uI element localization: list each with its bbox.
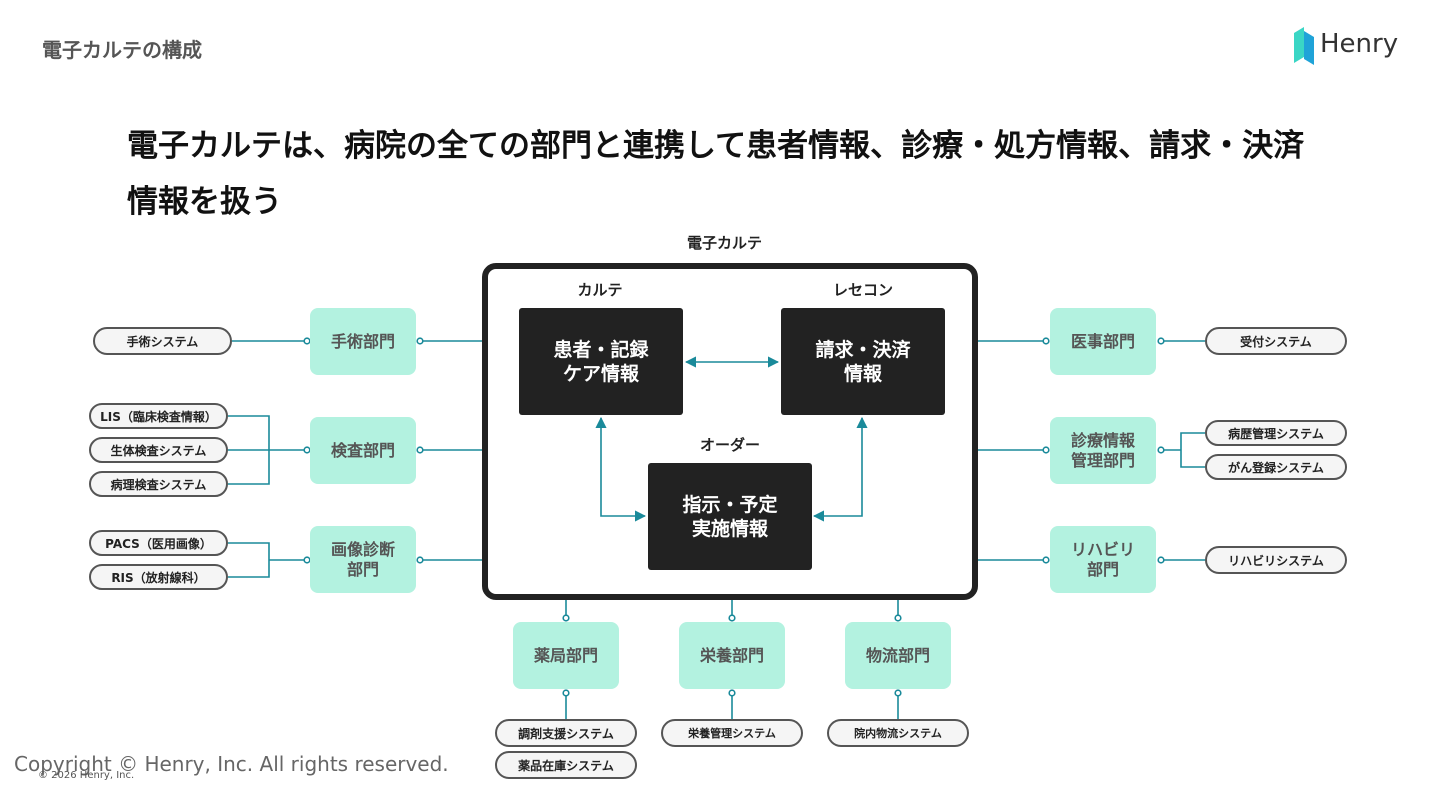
logo-text: Henry: [1320, 29, 1399, 59]
billing-box: 請求・決済 情報: [781, 308, 945, 415]
emr-title: 電子カルテ: [687, 234, 763, 252]
karte-label: カルテ: [577, 281, 623, 299]
copyright-small: © 2026 Henry, Inc.: [38, 770, 135, 781]
ris-system: RIS（放射線科）: [89, 564, 228, 590]
lis-system: LIS（臨床検査情報）: [89, 403, 228, 429]
cancer-registry-system: がん登録システム: [1205, 454, 1347, 480]
emr-frame: [482, 263, 978, 600]
surgery-dept: 手術部門: [310, 308, 416, 375]
pharmacy-dept: 薬局部門: [513, 622, 619, 689]
logistics-system: 院内物流システム: [827, 719, 969, 747]
surgery-system: 手術システム: [93, 327, 232, 355]
order-label: オーダー: [699, 436, 760, 454]
rehab-system: リハビリシステム: [1205, 546, 1347, 574]
logistics-dept: 物流部門: [845, 622, 951, 689]
rececon-label: レセコン: [832, 281, 893, 299]
rehab-dept: リハビリ 部門: [1050, 526, 1156, 593]
nutrition-system: 栄養管理システム: [661, 719, 803, 747]
drug-inventory-system: 薬品在庫システム: [495, 751, 637, 779]
imaging-dept: 画像診断 部門: [310, 526, 416, 593]
headline: 電子カルテは、病院の全ての部門と連携して患者情報、診療・処方情報、請求・決済情報…: [127, 128, 1305, 220]
reception-system: 受付システム: [1205, 327, 1347, 355]
pacs-system: PACS（医用画像）: [89, 530, 228, 556]
nutrition-dept: 栄養部門: [679, 622, 785, 689]
medical-affairs-dept: 医事部門: [1050, 308, 1156, 375]
order-box: 指示・予定 実施情報: [648, 463, 812, 570]
dispensing-system: 調剤支援システム: [495, 719, 637, 747]
medical-history-system: 病歴管理システム: [1205, 420, 1347, 446]
medical-records-dept: 診療情報 管理部門: [1050, 417, 1156, 484]
pathology-system: 病理検査システム: [89, 471, 228, 497]
patient-record-box: 患者・記録 ケア情報: [519, 308, 683, 415]
henry-logo-icon: [1294, 27, 1314, 65]
section-label: 電子カルテの構成: [42, 38, 202, 62]
copyright: Copyright © Henry, Inc. All rights reser…: [14, 752, 449, 776]
physiology-system: 生体検査システム: [89, 437, 228, 463]
henry-logo: Henry: [1292, 27, 1402, 67]
lab-dept: 検査部門: [310, 417, 416, 484]
